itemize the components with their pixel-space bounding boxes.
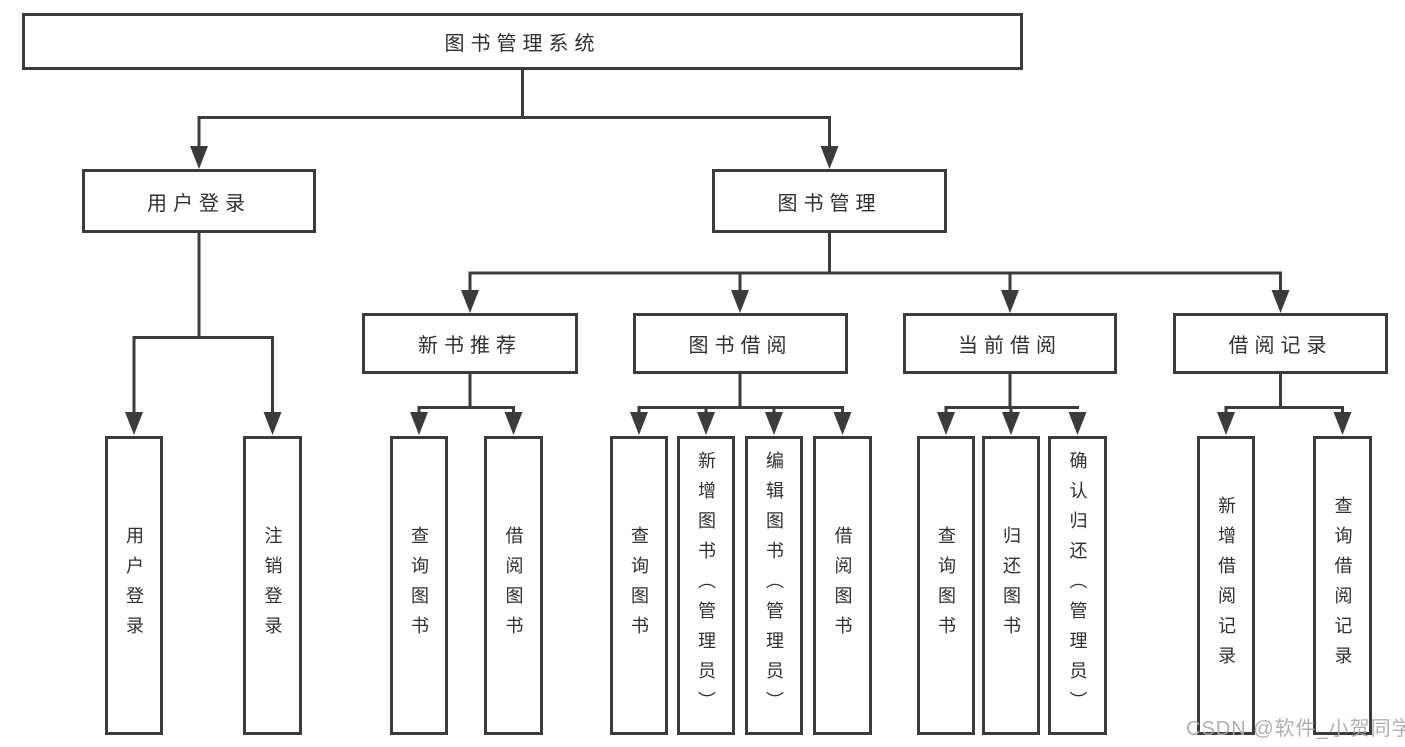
leaf-confirm-return-admin: 确认归还（管理员） (1048, 436, 1107, 735)
leaf-borrow-books-recommend: 借阅图书 (484, 436, 543, 735)
arrow-down-icon (1001, 290, 1019, 313)
arrow-down-icon (190, 146, 208, 169)
csdn-watermark: CSDN @软件_小贺同学 (1186, 718, 1405, 740)
node-user-login: 用户登录 (82, 169, 316, 233)
leaf-logout: 注销登录 (243, 436, 302, 735)
node-book-management: 图书管理 (712, 169, 947, 233)
node-new-book-recommendation: 新书推荐 (362, 313, 578, 374)
arrow-down-icon (937, 412, 955, 435)
leaf-add-borrow-record: 新增借阅记录 (1197, 436, 1255, 735)
arrowheads (125, 146, 1352, 435)
node-borrowing-records: 借阅记录 (1173, 313, 1388, 374)
arrow-down-icon (1217, 412, 1235, 435)
arrow-down-icon (1271, 290, 1290, 313)
node-library-management-system: 图书管理系统 (22, 13, 1023, 70)
leaf-query-books-current: 查询图书 (917, 436, 975, 735)
arrow-down-icon (410, 412, 428, 435)
leaf-borrow-books-borrow: 借阅图书 (813, 436, 872, 735)
arrow-down-icon (1333, 412, 1352, 435)
arrow-down-icon (263, 412, 282, 435)
leaf-query-borrow-record: 查询借阅记录 (1313, 436, 1372, 735)
arrow-down-icon (125, 412, 143, 435)
node-book-borrowing: 图书借阅 (633, 313, 848, 374)
leaf-query-books-borrow: 查询图书 (610, 436, 668, 735)
leaf-add-book-admin: 新增图书（管理员） (677, 436, 735, 735)
leaf-return-books: 归还图书 (982, 436, 1040, 735)
arrow-down-icon (731, 290, 749, 313)
arrow-down-icon (1068, 412, 1087, 435)
arrow-down-icon (697, 412, 715, 435)
arrow-down-icon (820, 146, 839, 169)
arrow-down-icon (504, 412, 523, 435)
leaf-edit-book-admin: 编辑图书（管理员） (745, 436, 803, 735)
arrow-down-icon (765, 412, 783, 435)
leaf-user-login: 用户登录 (105, 436, 163, 735)
connector-lines (132, 70, 1344, 416)
arrow-down-icon (833, 412, 852, 435)
node-current-borrowing: 当前借阅 (903, 313, 1117, 374)
leaf-query-books-recommend: 查询图书 (390, 436, 448, 735)
arrow-down-icon (1002, 412, 1020, 435)
arrow-down-icon (630, 412, 648, 435)
arrow-down-icon (461, 290, 479, 313)
